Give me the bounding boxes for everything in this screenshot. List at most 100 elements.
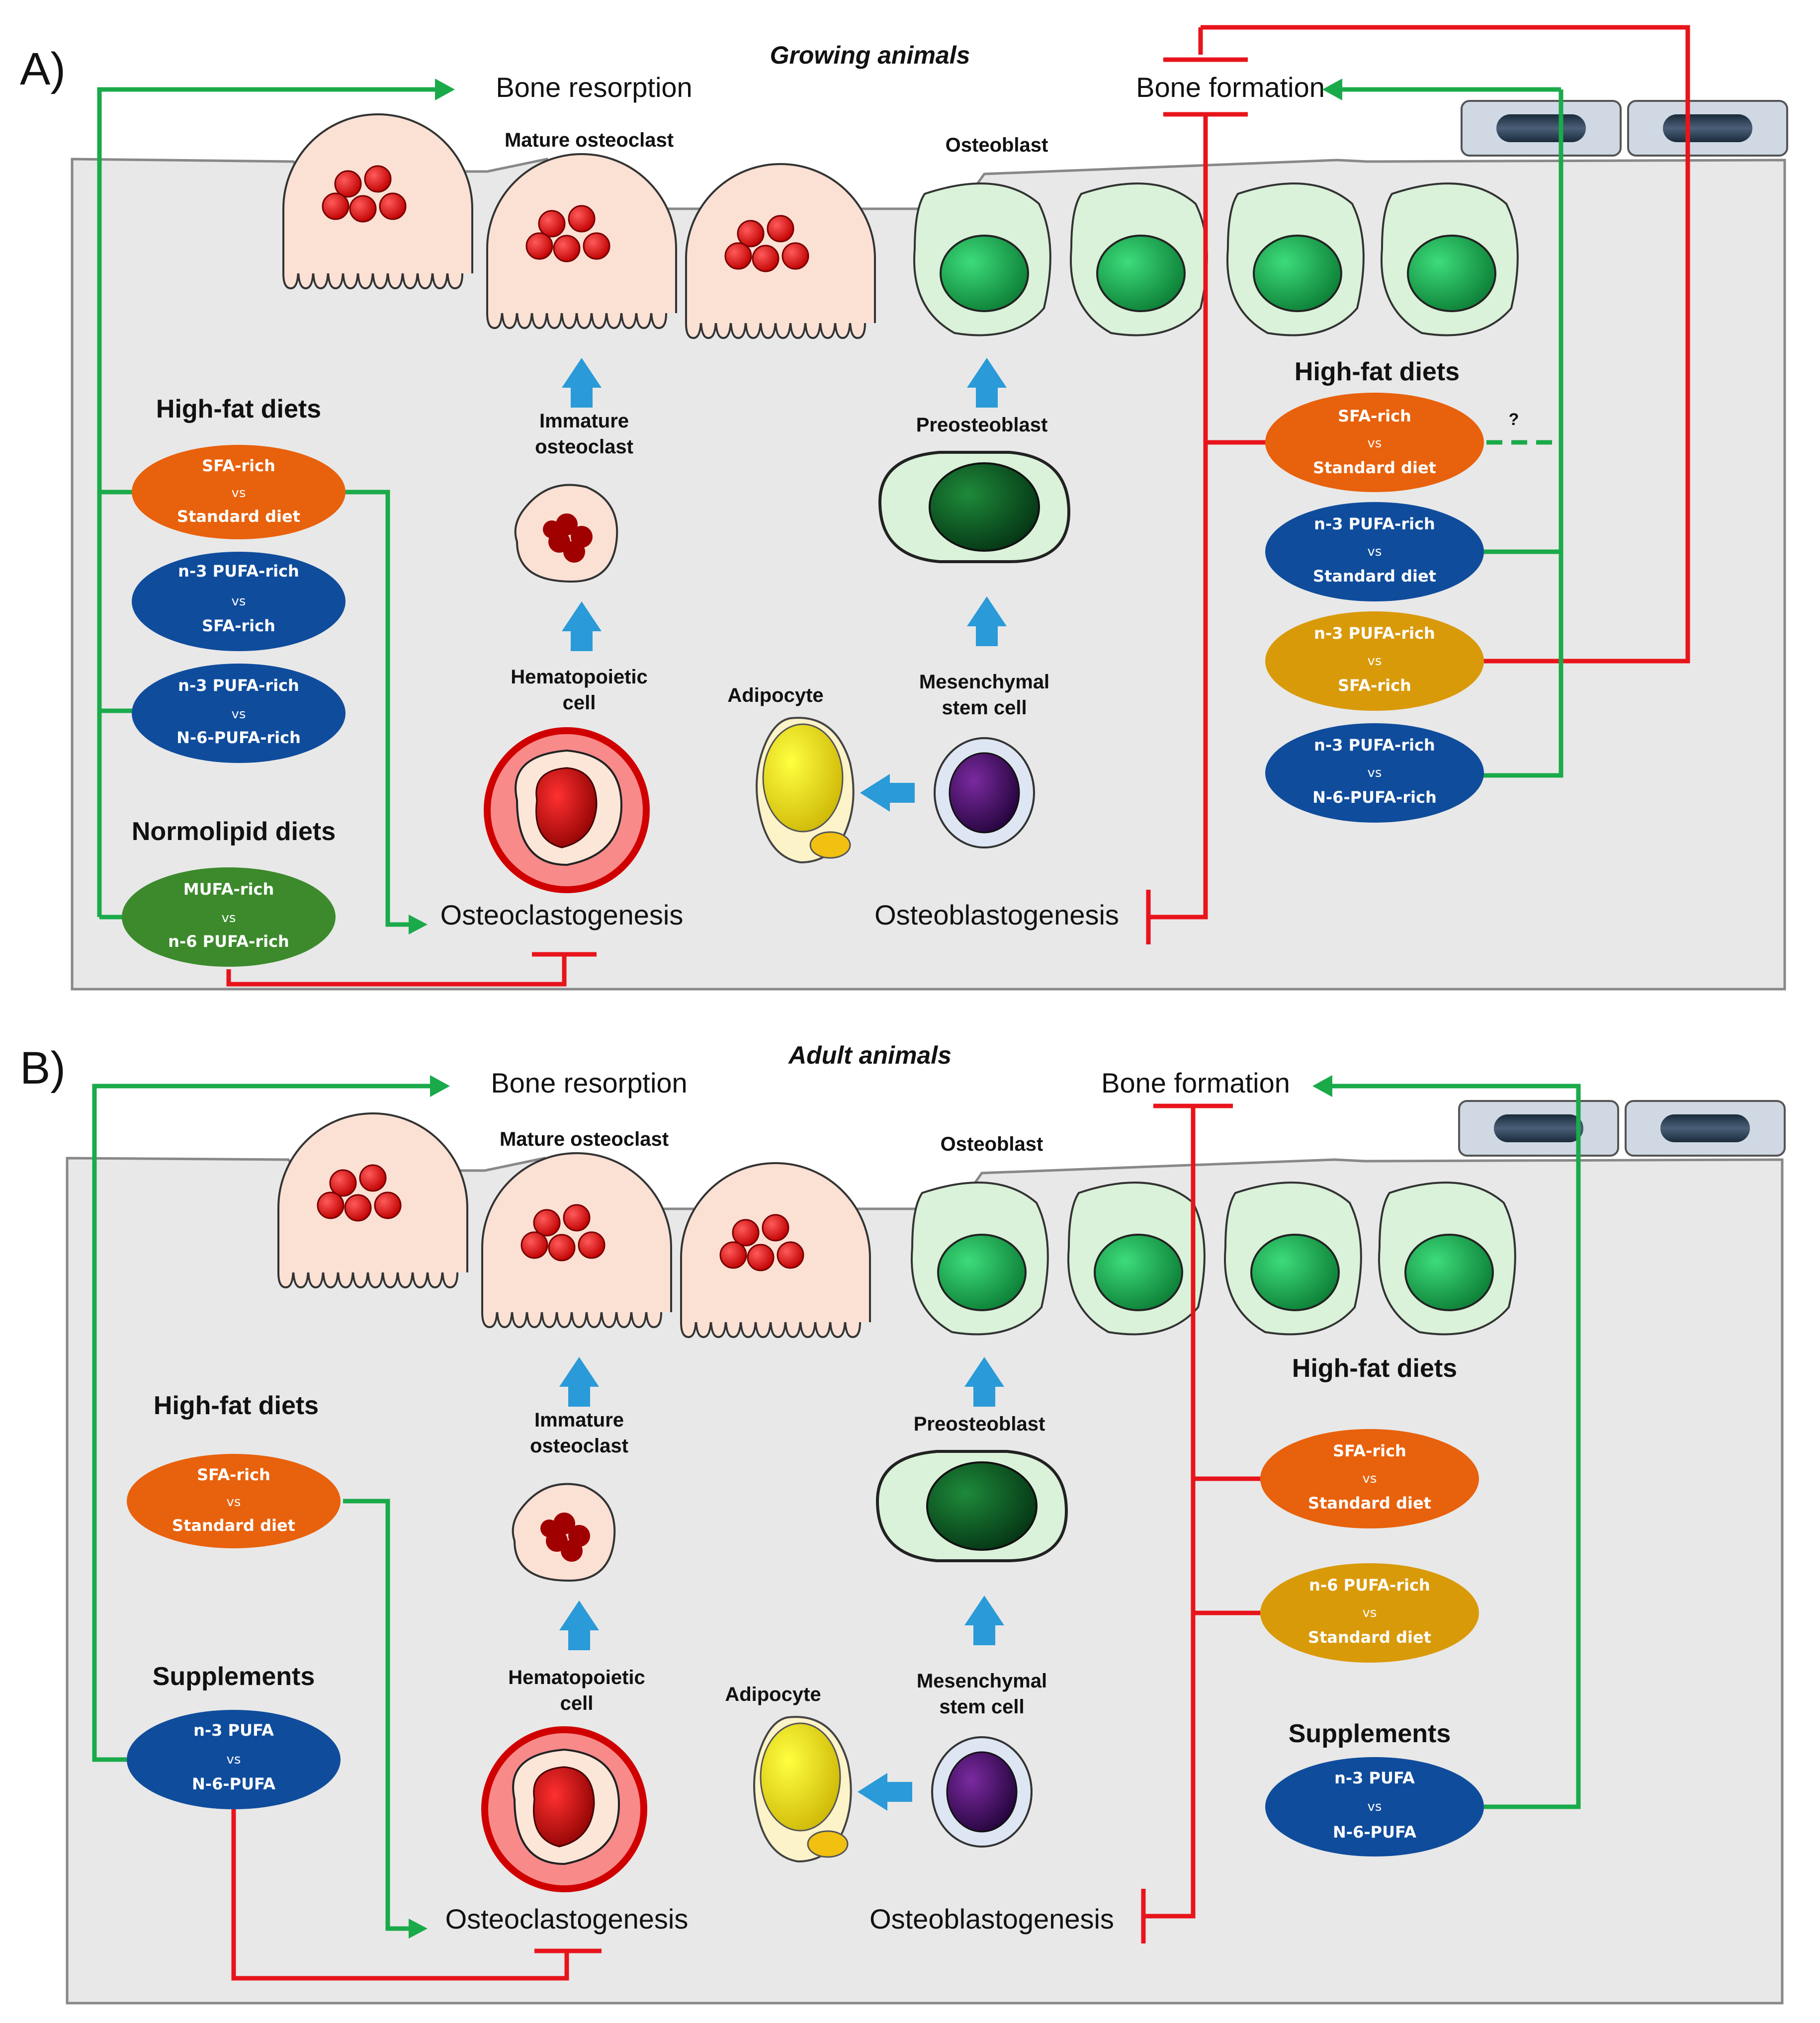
left-group-title: Supplements (153, 1662, 315, 1691)
osteoclast-icon (282, 113, 473, 289)
panel-a-title: Growing animals (770, 41, 970, 69)
diet-comparison-oval: SFA-rich vs Standard diet (127, 1454, 341, 1548)
svg-text:vs: vs (232, 594, 246, 609)
svg-text:vs: vs (1368, 654, 1382, 669)
diet-comparison-oval: SFA-rich vs Standard diet (132, 445, 346, 539)
svg-text:n-3 PUFA-rich: n-3 PUFA-rich (178, 676, 299, 695)
diet-comparison-oval: n-3 PUFA-rich vs SFA-rich (1265, 611, 1484, 711)
left-group-title: High-fat diets (156, 395, 321, 423)
svg-text:vs: vs (232, 707, 246, 722)
diet-comparison-oval: SFA-rich vs Standard diet (1260, 1429, 1479, 1528)
osteoblast-label: Osteoblast (941, 1133, 1043, 1155)
svg-text:SFA-rich: SFA-rich (1338, 407, 1411, 425)
diet-comparison-oval: n-3 PUFA vs N-6-PUFA (127, 1710, 341, 1809)
svg-text:vs: vs (1363, 1605, 1377, 1620)
diet-comparison-oval: n-3 PUFA-rich vs N-6-PUFA-rich (132, 664, 346, 763)
svg-text:vs: vs (1368, 1799, 1382, 1814)
svg-text:N-6-PUFA-rich: N-6-PUFA-rich (1312, 788, 1437, 807)
bone-formation-label: Bone formation (1136, 72, 1325, 103)
svg-text:N-6-PUFA-rich: N-6-PUFA-rich (176, 728, 301, 747)
mesenchymal-stem-cell-label: stem cell (942, 697, 1027, 719)
mature-osteoclast-label: Mature osteoclast (505, 129, 674, 151)
arrowhead-icon (1322, 79, 1342, 100)
osteoblast-icon (1224, 1181, 1362, 1336)
osteoblast-label: Osteoblast (946, 134, 1048, 156)
hematopoietic-cell-icon (485, 1730, 644, 1889)
svg-text:MUFA-rich: MUFA-rich (183, 880, 274, 899)
osteoclast-icon (680, 1162, 871, 1338)
osteoblast-icon (1067, 1181, 1206, 1336)
svg-text:Standard diet: Standard diet (177, 507, 300, 526)
diet-comparison-oval: n-3 PUFA-rich vs SFA-rich (132, 552, 346, 651)
preosteoblast-icon (880, 452, 1069, 562)
hematopoietic-cell-label: Hematopoietic (511, 666, 648, 688)
svg-text:n-3 PUFA: n-3 PUFA (1334, 1769, 1415, 1787)
immature-osteoclast-label: osteoclast (535, 436, 633, 458)
svg-text:n-3 PUFA-rich: n-3 PUFA-rich (1314, 624, 1435, 643)
osteoblast-icon (913, 182, 1051, 337)
diet-comparison-oval: n-6 PUFA-rich vs Standard diet (1260, 1563, 1479, 1663)
svg-text:n-6 PUFA-rich: n-6 PUFA-rich (1309, 1576, 1430, 1595)
svg-text:n-6 PUFA-rich: n-6 PUFA-rich (168, 932, 289, 951)
inhibitory-connectors (1146, 25, 1690, 944)
immature-osteoclast-label: osteoclast (530, 1435, 628, 1457)
lining-cell-icon (1461, 100, 1622, 157)
diet-comparison-oval: n-3 PUFA vs N-6-PUFA (1265, 1757, 1484, 1856)
stimulatory-connectors (92, 1084, 437, 1931)
osteoblast-icon (911, 1181, 1049, 1336)
inhibitory-connectors (1141, 1103, 1263, 1943)
preosteoblast-label: Preosteoblast (914, 1413, 1045, 1435)
svg-text:SFA-rich: SFA-rich (202, 616, 275, 635)
stimulatory-connectors (1342, 87, 1563, 778)
svg-text:vs: vs (232, 486, 246, 501)
osteoblast-icon (1381, 182, 1519, 337)
question-mark: ? (1509, 410, 1519, 429)
bone-resorption-label: Bone resorption (491, 1067, 687, 1098)
arrowhead-icon (435, 79, 455, 100)
panel-a: A) Growing animals Bone resorption Bone … (20, 25, 1788, 991)
hematopoietic-cell-label: cell (560, 1692, 594, 1714)
arrowhead-icon (409, 1919, 428, 1939)
svg-text:Standard diet: Standard diet (172, 1516, 295, 1535)
svg-text:n-3 PUFA-rich: n-3 PUFA-rich (1314, 736, 1435, 755)
svg-text:Standard diet: Standard diet (1308, 1628, 1431, 1647)
hematopoietic-cell-label: cell (563, 692, 596, 714)
svg-text:vs: vs (1368, 544, 1382, 559)
stimulatory-connectors (1332, 1084, 1581, 1809)
diet-comparison-oval: n-3 PUFA-rich vs N-6-PUFA-rich (1265, 723, 1484, 823)
svg-text:vs: vs (222, 911, 236, 926)
preosteoblast-label: Preosteoblast (916, 414, 1048, 436)
svg-text:Standard diet: Standard diet (1313, 567, 1436, 586)
bone-formation-label: Bone formation (1101, 1067, 1290, 1098)
osteoblast-icon (1378, 1181, 1516, 1336)
left-group-title: Normolipid diets (132, 817, 336, 846)
mesenchymal-stem-cell-label: Mesenchymal (917, 1670, 1047, 1692)
mesenchymal-stem-cell-icon (931, 1736, 1033, 1848)
adipocyte-icon (753, 1716, 852, 1862)
adipocyte-label: Adipocyte (725, 1684, 821, 1705)
lining-cell-icon (1625, 1100, 1786, 1157)
osteoblastogenesis-label: Osteoblastogenesis (869, 1903, 1114, 1935)
osteoblast-icon (1226, 182, 1365, 337)
stimulatory-connectors (97, 87, 442, 927)
osteoclast-icon (685, 163, 876, 339)
inhibitory-connectors (231, 1809, 602, 1981)
svg-text:vs: vs (1368, 436, 1382, 451)
hematopoietic-cell-label: Hematopoietic (508, 1667, 645, 1688)
osteoblast-icon (1070, 182, 1208, 337)
osteoclastogenesis-label: Osteoclastogenesis (445, 1903, 689, 1935)
immature-osteoclast-label: Immature (539, 410, 629, 432)
svg-text:Standard diet: Standard diet (1313, 458, 1436, 477)
preosteoblast-icon (877, 1451, 1066, 1561)
left-group-title: High-fat diets (154, 1391, 319, 1420)
svg-text:SFA-rich: SFA-rich (202, 456, 275, 475)
mature-osteoclast-icon (481, 1152, 672, 1328)
mesenchymal-stem-cell-label: stem cell (939, 1696, 1024, 1718)
svg-text:n-3 PUFA: n-3 PUFA (193, 1721, 274, 1740)
adipocyte-icon (756, 717, 855, 863)
adipocyte-label: Adipocyte (727, 684, 823, 706)
panel-b: B) Adult animals Bone resorption Bone fo… (20, 1041, 1786, 2005)
mesenchymal-stem-cell-label: Mesenchymal (919, 671, 1049, 693)
panel-a-label: A) (20, 44, 66, 94)
diet-comparison-oval: n-3 PUFA-rich vs Standard diet (1265, 502, 1484, 601)
